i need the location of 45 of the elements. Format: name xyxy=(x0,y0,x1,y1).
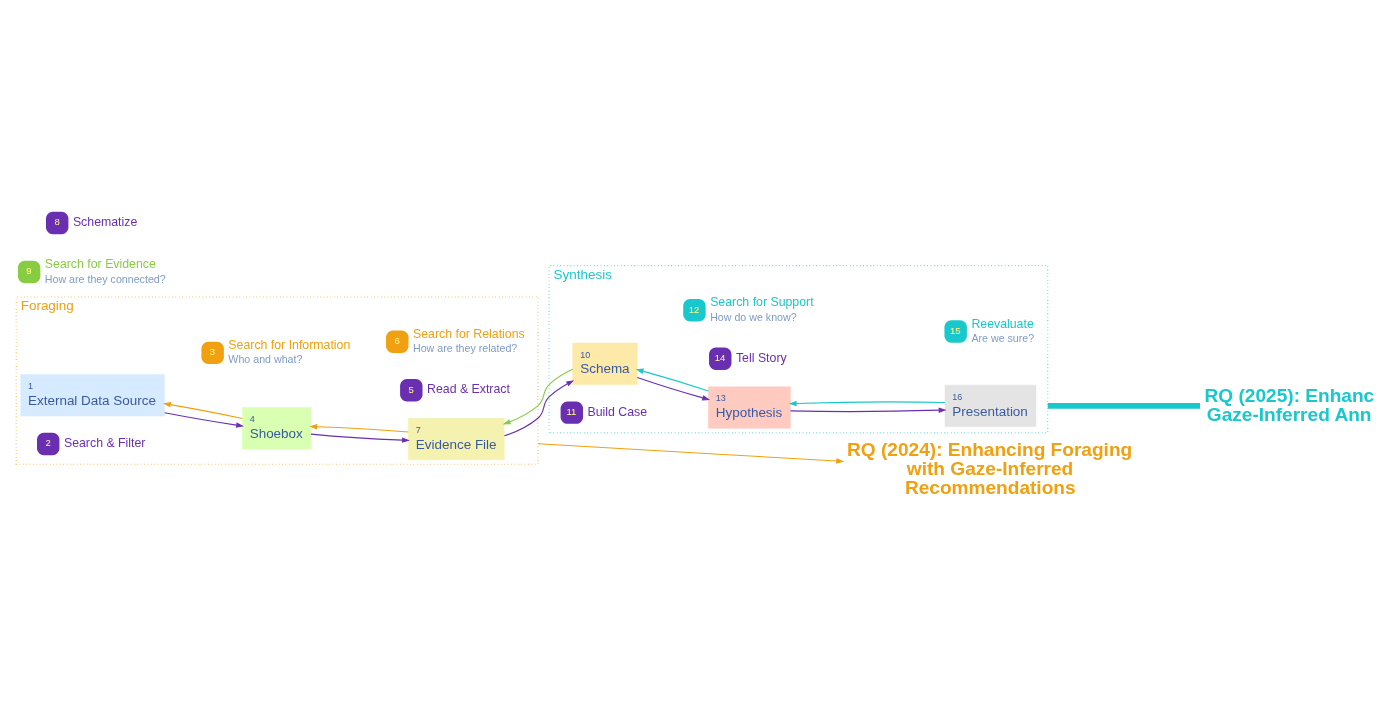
node-box: 5 xyxy=(400,378,423,402)
node-box: 2 xyxy=(37,432,60,456)
node-box: 16 Presentation xyxy=(944,384,1037,427)
arrow xyxy=(537,443,845,464)
arrow xyxy=(162,402,243,420)
node-label: Schematize xyxy=(72,215,138,230)
node-text: RQ (2025): Enhanc Gaze-Inferred Ann xyxy=(1204,384,1375,425)
node-box: 10 Schema xyxy=(572,342,638,385)
node-text: RQ (2024): Enhancing Foraging with Gaze-Inferred Recommendations xyxy=(847,438,1133,499)
node-box: 11 xyxy=(560,401,584,424)
node-label: Build Case xyxy=(587,404,648,419)
node-label: How do we know? xyxy=(710,310,797,323)
node-box: 12 xyxy=(683,299,706,322)
node-label: Search for Relations xyxy=(412,326,525,341)
arrow xyxy=(310,433,410,443)
node-label: Are we sure? xyxy=(971,332,1035,345)
arrow xyxy=(309,424,409,433)
node-label: How are they connected? xyxy=(44,272,166,285)
node-box: 1 External Data Source xyxy=(20,374,165,417)
node-box: 6 xyxy=(386,330,409,353)
node-label: Read & Extract xyxy=(427,382,510,397)
arrow xyxy=(164,412,244,428)
node-label: Tell Story xyxy=(735,350,787,365)
arrow xyxy=(636,376,711,401)
node-box: 15 xyxy=(944,320,967,343)
node-box: 4 Shoebox xyxy=(242,407,312,450)
arrow xyxy=(788,400,946,407)
node-label: Who and what? xyxy=(228,353,303,366)
node-label: How are they related? xyxy=(412,342,518,355)
node-label: Search & Filter xyxy=(63,436,146,451)
node-box: 14 xyxy=(709,347,732,370)
node-label: Search for Information xyxy=(228,338,351,353)
node-box: 7 Evidence File xyxy=(407,418,505,461)
arrow xyxy=(502,368,574,425)
node-box: 13 Hypothesis xyxy=(708,386,791,429)
node-box: 3 xyxy=(201,341,224,365)
node-label: Search for Support xyxy=(710,295,814,310)
node-box: 8 xyxy=(45,211,69,235)
connector xyxy=(1047,403,1200,409)
node-label: Search for Evidence xyxy=(44,257,156,272)
node-label: Reevaluate xyxy=(971,316,1034,331)
arrow xyxy=(503,380,575,437)
arrow xyxy=(635,368,709,392)
arrow xyxy=(789,407,947,413)
node-box: 9 xyxy=(17,260,41,284)
